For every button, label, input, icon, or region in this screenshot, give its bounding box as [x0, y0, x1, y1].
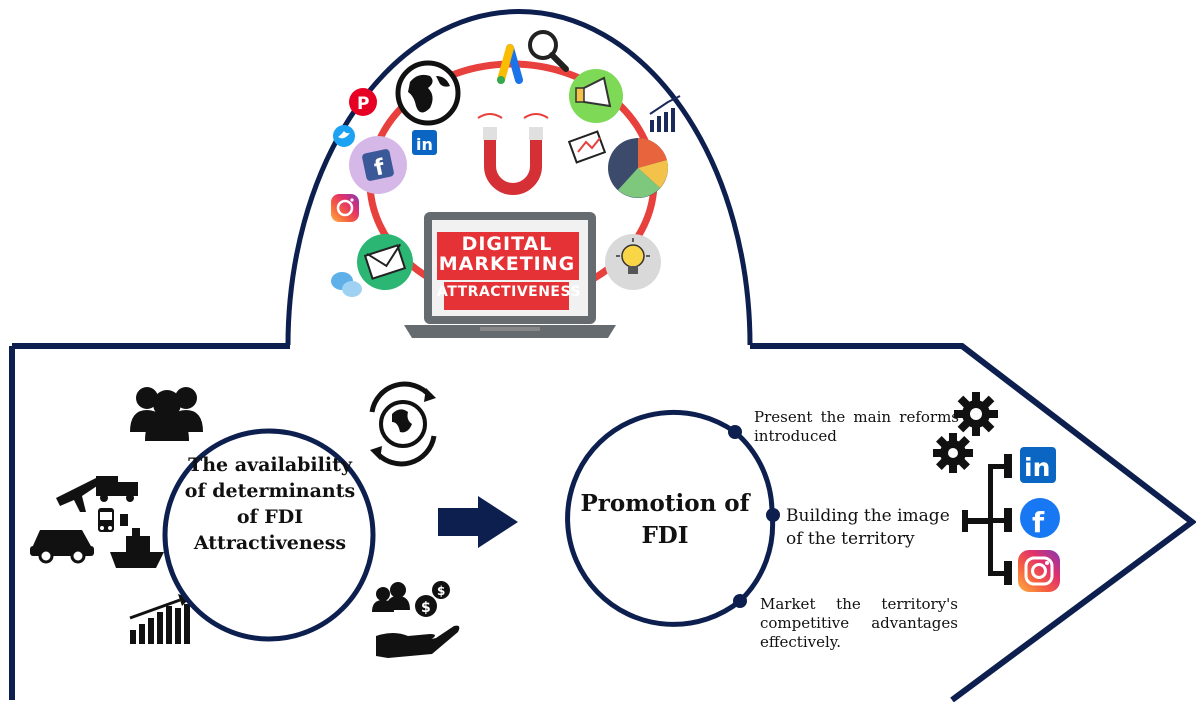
svg-text:in: in — [416, 135, 433, 154]
lightbulb-icon — [605, 234, 661, 290]
svg-text:P: P — [357, 94, 369, 114]
promotion-circle — [565, 409, 742, 627]
step-dot-1 — [728, 425, 742, 439]
megaphone-icon — [569, 69, 623, 123]
banner-attractiveness — [444, 282, 569, 310]
people-icon — [130, 387, 203, 441]
magnet-icon — [477, 113, 549, 195]
search-icon — [528, 30, 569, 72]
linkedin-icon: in — [1020, 447, 1056, 483]
twitter-icon — [333, 125, 355, 147]
banner-text: DIGITAL MARKETING ATTRACTIVENESS — [437, 233, 582, 303]
social-tree — [962, 454, 1012, 585]
promotion-label: Promotion of FDI — [580, 490, 750, 549]
flow-arrow — [438, 496, 518, 548]
chart-icon — [649, 95, 681, 132]
banner-line-attractiveness: ATTRACTIVENESS — [437, 284, 582, 300]
globe-cycle-icon — [369, 381, 437, 467]
svg-text:f: f — [1032, 506, 1045, 539]
step-market: Market the territory's competitive advan… — [760, 595, 958, 651]
globe-icon — [395, 60, 461, 126]
growth-chart-icon — [129, 594, 190, 644]
svg-text:$: $ — [421, 600, 431, 616]
instagram-icon — [1018, 550, 1060, 592]
banner-line-marketing: MARKETING — [438, 253, 576, 275]
facebook-icon: f — [349, 136, 407, 194]
step-reforms: Present the main reforms introduced — [754, 408, 959, 445]
linkedin-icon: in — [412, 130, 437, 155]
facebook-icon: f — [1020, 498, 1060, 539]
chat-icon — [331, 272, 362, 297]
step-dot-3 — [733, 594, 747, 608]
svg-text:in: in — [1024, 453, 1050, 482]
determinants-circle — [162, 428, 376, 642]
pie-chart-icon — [608, 137, 668, 198]
banner-digital-marketing — [437, 232, 579, 280]
google-ads-icon — [497, 44, 523, 84]
svg-text:$: $ — [437, 584, 445, 598]
investment-hand-icon: $ $ — [372, 581, 460, 658]
instagram-icon — [331, 194, 359, 222]
email-icon — [357, 234, 413, 290]
banner-line-digital: DIGITAL — [461, 233, 553, 255]
arrow-pentagon-shape — [9, 343, 1196, 702]
step-dot-2 — [766, 508, 780, 522]
pinterest-icon: P — [349, 88, 377, 116]
determinants-label: The availability of determinants of FDI … — [184, 454, 356, 554]
presentation-icon — [567, 130, 607, 164]
gears-icon — [933, 392, 998, 473]
step-image: Building the image of the territory — [786, 506, 950, 549]
transport-icon — [30, 476, 164, 568]
